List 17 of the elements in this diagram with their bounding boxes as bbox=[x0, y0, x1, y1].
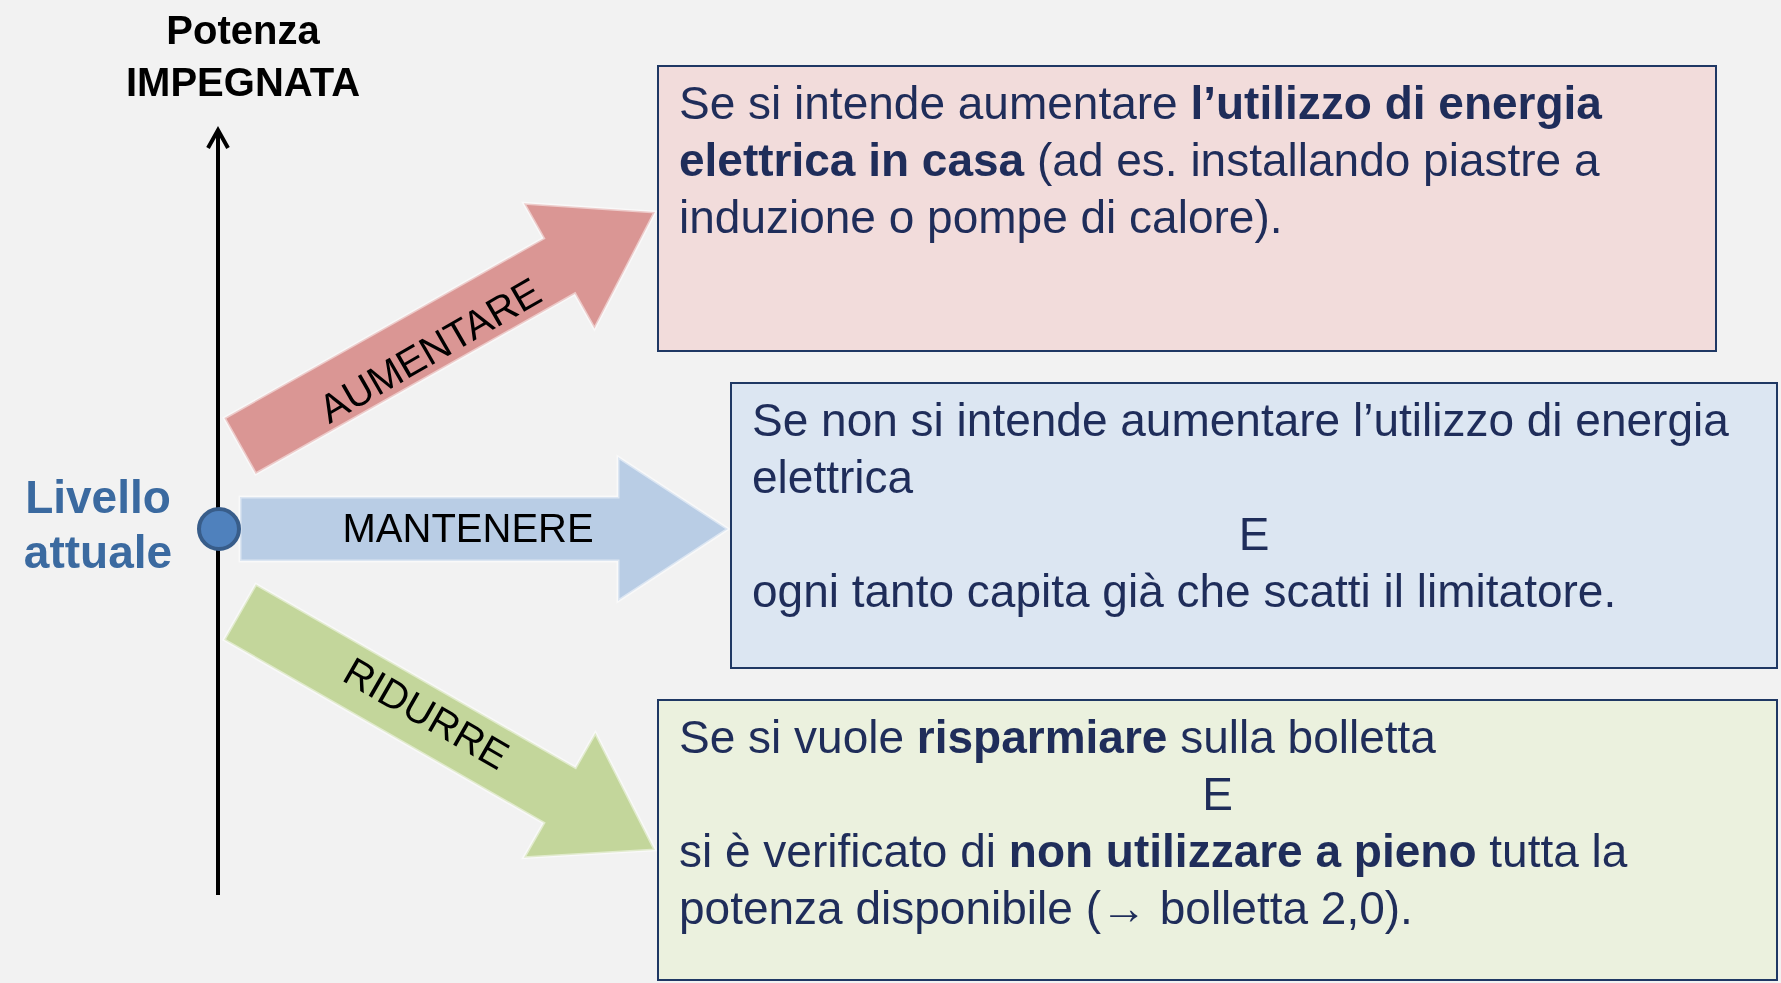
edge-label: MANTENERE bbox=[342, 505, 594, 551]
block-arrow bbox=[222, 201, 658, 476]
axis-title: Potenza IMPEGNATA bbox=[124, 7, 362, 106]
box-text: si è verificato di non utilizzare a pieno tutta la potenza disponibile (→ bolletta 2,0). bbox=[679, 824, 1629, 937]
box-text: Se si vuole risparmiare sulla bolletta bbox=[679, 710, 1437, 765]
box-text: ogni tanto capita già che scatti il limitatore. bbox=[752, 564, 1618, 620]
text-box bbox=[730, 382, 1778, 669]
box-text: Se si intende aumentare l’utilizzo di energia elettrica in casa (ad es. installando piastre a induzione o pompe di calore). bbox=[679, 76, 1603, 246]
block-arrow bbox=[238, 454, 731, 604]
level-caption: Livello attuale bbox=[22, 470, 174, 581]
text-box bbox=[657, 65, 1717, 352]
box-text: E bbox=[1201, 767, 1234, 823]
level-dot bbox=[197, 507, 241, 551]
box-text: Se non si intende aumentare l’utilizzo di energia elettrica bbox=[752, 393, 1730, 506]
block-arrow bbox=[222, 582, 658, 860]
box-text: E bbox=[1237, 507, 1271, 563]
text-box bbox=[657, 699, 1778, 981]
